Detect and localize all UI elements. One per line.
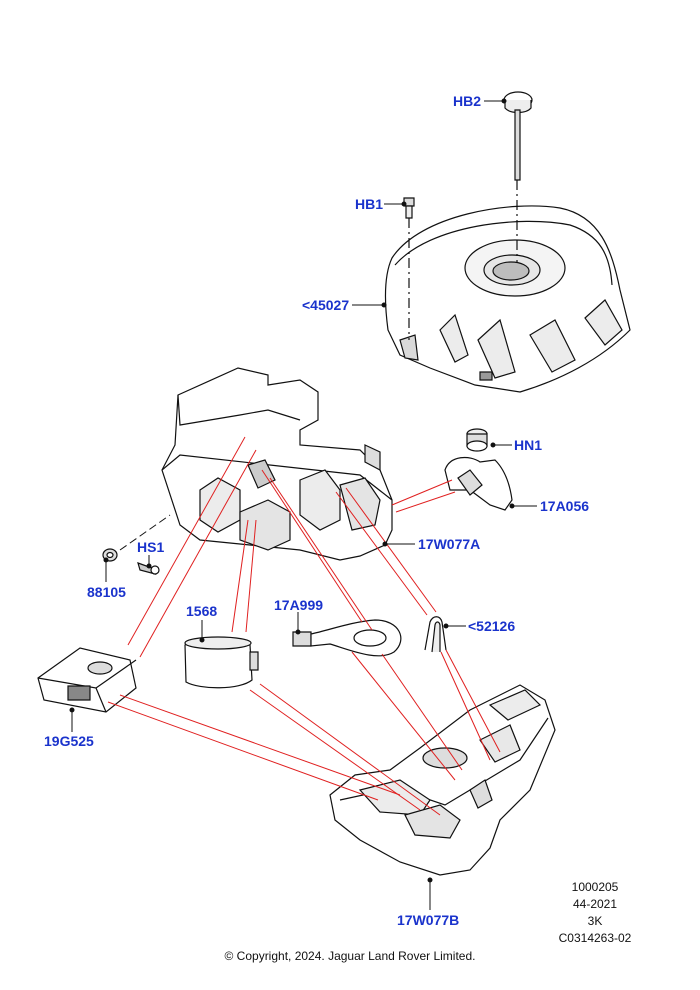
sealant-bottle-1568[interactable] (185, 637, 258, 688)
callout-45027[interactable]: <45027 (302, 297, 349, 313)
nut-hn1[interactable] (467, 429, 487, 451)
reference-code-2: 44-2021 (572, 897, 618, 911)
clip-52126[interactable] (425, 617, 446, 652)
reference-block: 1000205 44-2021 3K C0314263-02 (550, 879, 640, 947)
copyright-notice: © Copyright, 2024. Jaguar Land Rover Lim… (224, 949, 476, 963)
callout-hb2[interactable]: HB2 (453, 93, 481, 109)
callout-1568[interactable]: 1568 (186, 603, 217, 619)
reference-code-3: 3K (587, 914, 603, 928)
spare-wheel-cover[interactable] (385, 206, 630, 392)
assembly-lines (107, 436, 501, 816)
callout-19g525[interactable]: 19G525 (44, 733, 94, 749)
callout-88105[interactable]: 88105 (87, 584, 126, 600)
callout-17a056[interactable]: 17A056 (540, 498, 589, 514)
reference-code-4: C0314263-02 (558, 931, 632, 945)
callout-17w077b[interactable]: 17W077B (397, 912, 459, 928)
towing-eye-17a999[interactable] (293, 620, 401, 656)
callout-hs1[interactable]: HS1 (137, 539, 164, 555)
tool-tray-upper[interactable] (162, 368, 392, 560)
callout-17w077a[interactable]: 17W077A (418, 536, 480, 552)
tool-tray-lower[interactable] (330, 685, 555, 875)
bolt-hb1[interactable] (404, 198, 414, 340)
reference-code-1: 1000205 (571, 880, 619, 894)
callout-hn1[interactable]: HN1 (514, 437, 542, 453)
screw-hs1[interactable] (138, 563, 159, 574)
callout-17a999[interactable]: 17A999 (274, 597, 323, 613)
bracket-17a056[interactable] (445, 457, 512, 510)
compressor-19g525[interactable] (38, 648, 136, 712)
callout-hb1[interactable]: HB1 (355, 196, 383, 212)
leader-lines (69, 98, 537, 910)
callout-52126[interactable]: <52126 (468, 618, 515, 634)
securing-bolt-hb2[interactable] (504, 92, 532, 262)
